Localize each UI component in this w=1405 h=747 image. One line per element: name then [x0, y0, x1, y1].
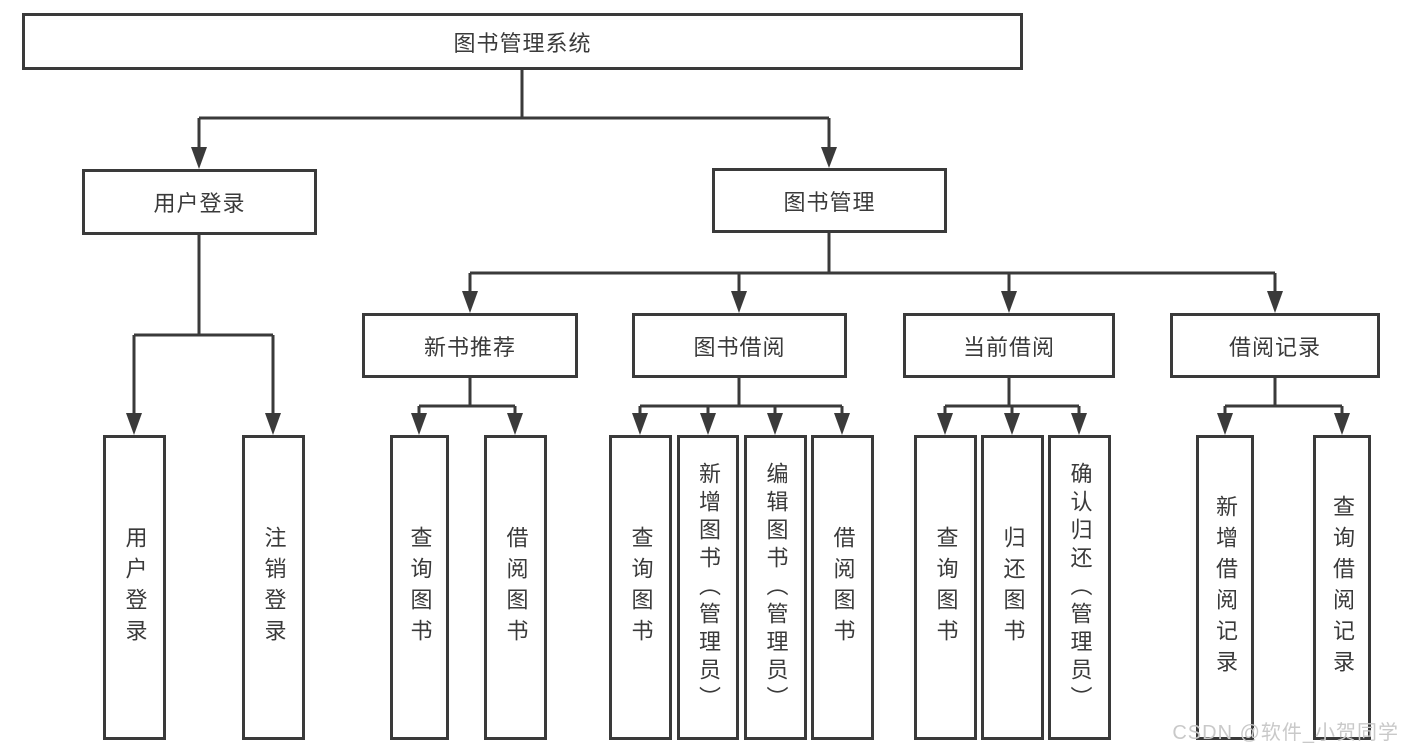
node-label: 编辑图书（管理员）: [763, 461, 789, 714]
arrowhead-icons: [126, 147, 1350, 435]
leaf-user-login: 用户登录: [103, 435, 166, 740]
leaf-add-borrow-record: 新增借阅记录: [1196, 435, 1254, 740]
connector-path: [132, 70, 1344, 418]
node-label: 查询图书: [407, 525, 433, 650]
node-label: 新书推荐: [423, 334, 516, 360]
watermark-text: CSDN @软件_小贺同学: [1172, 722, 1399, 744]
node-book-borrowing: 图书借阅: [632, 313, 847, 378]
leaf-borrow-books-recommend: 借阅图书: [484, 435, 547, 740]
node-label: 查询借阅记录: [1330, 494, 1355, 681]
node-current-borrowing: 当前借阅: [903, 313, 1115, 378]
node-label: 借阅图书: [830, 525, 856, 650]
node-label: 查询图书: [933, 525, 959, 650]
leaf-confirm-return-admin: 确认归还（管理员）: [1048, 435, 1111, 740]
leaf-add-book-admin: 新增图书（管理员）: [677, 435, 739, 740]
node-label: 查询图书: [628, 525, 654, 650]
node-label: 图书管理系统: [453, 30, 592, 56]
leaf-query-borrow-record: 查询借阅记录: [1313, 435, 1371, 740]
node-label: 用户登录: [122, 525, 148, 650]
node-label: 当前借阅: [962, 334, 1055, 360]
node-label: 注销登录: [261, 525, 287, 650]
node-label: 新增借阅记录: [1213, 494, 1238, 681]
leaf-return-book: 归还图书: [981, 435, 1044, 740]
node-book-management: 图书管理: [712, 168, 947, 233]
node-label: 归还图书: [1000, 525, 1026, 650]
node-label: 图书管理: [783, 189, 876, 215]
node-borrow-records: 借阅记录: [1170, 313, 1380, 378]
leaf-borrow-books-borrowing: 借阅图书: [811, 435, 874, 740]
leaf-query-books-borrowing: 查询图书: [609, 435, 672, 740]
node-label: 借阅记录: [1228, 334, 1321, 360]
node-label: 新增图书（管理员）: [696, 461, 721, 714]
node-label: 用户登录: [153, 191, 246, 216]
node-label: 借阅图书: [503, 525, 529, 650]
node-user-login-group: 用户登录: [82, 169, 317, 235]
leaf-logout: 注销登录: [242, 435, 305, 740]
leaf-query-books-recommend: 查询图书: [390, 435, 449, 740]
leaf-edit-book-admin: 编辑图书（管理员）: [744, 435, 807, 740]
leaf-query-books-current: 查询图书: [914, 435, 977, 740]
node-label: 确认归还（管理员）: [1067, 461, 1093, 714]
node-label: 图书借阅: [693, 334, 786, 360]
node-root-system: 图书管理系统: [22, 13, 1023, 70]
node-new-book-recommend: 新书推荐: [362, 313, 578, 378]
